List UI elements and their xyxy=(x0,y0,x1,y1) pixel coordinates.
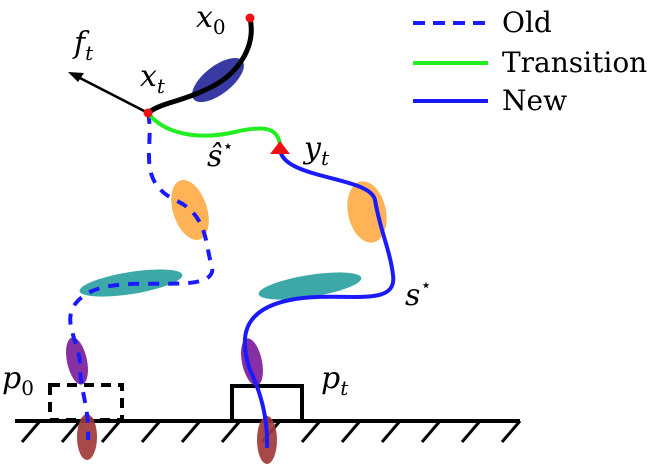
legend: Old Transition New xyxy=(413,6,647,117)
s-star-label: s⋆ xyxy=(405,275,432,313)
pt-label: pt xyxy=(321,361,349,400)
covariance-ellipses xyxy=(66,57,387,464)
ellipse-teal-new xyxy=(258,272,362,300)
history-path xyxy=(146,17,254,116)
ground-hatches xyxy=(20,420,522,443)
xt-label: xt xyxy=(140,59,166,98)
legend-old-label: Old xyxy=(502,6,552,39)
ellipse-purple-old xyxy=(66,337,88,385)
ft-label: ft xyxy=(72,26,94,65)
ellipse-orange-new xyxy=(347,181,387,243)
ellipse-purple-new xyxy=(241,338,263,386)
ellipse-orange-old xyxy=(171,180,209,240)
legend-transition-label: Transition xyxy=(502,46,647,79)
legend-new-label: New xyxy=(502,84,567,117)
transition-path xyxy=(146,111,282,146)
yt-marker xyxy=(270,141,290,154)
x0-label: x0 xyxy=(196,0,226,39)
x0-point xyxy=(245,13,255,23)
yt-label: yt xyxy=(302,131,330,170)
s-hat-star-label: ŝ⋆ xyxy=(207,136,234,174)
p0-label: p0 xyxy=(2,361,34,400)
force-arrow xyxy=(68,72,149,115)
new-contact-box xyxy=(230,384,304,423)
old-path xyxy=(68,112,215,441)
xt-point xyxy=(143,108,153,118)
new-path xyxy=(242,144,396,449)
